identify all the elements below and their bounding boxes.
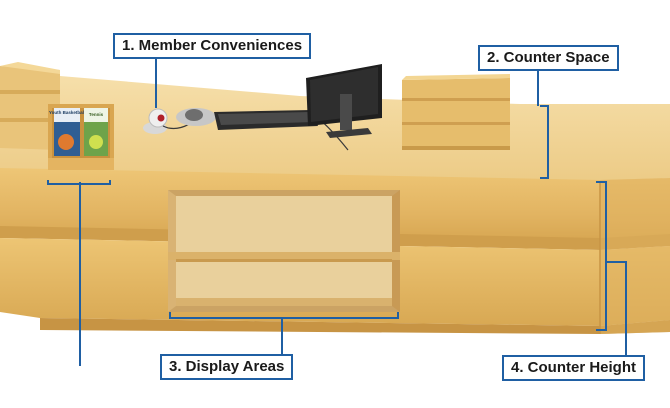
callout-display-areas: 3. Display Areas — [160, 354, 294, 380]
tennis-ball-icon — [89, 135, 103, 149]
leader-counter-height — [606, 261, 627, 356]
display-alcove — [168, 190, 400, 312]
mouse[interactable] — [176, 108, 216, 126]
counter — [0, 62, 670, 334]
card-scanner[interactable] — [143, 108, 168, 134]
callout-member-conveniences: 1. Member Conveniences — [113, 33, 312, 59]
bracket-counter-space — [540, 105, 549, 179]
scanner-light-icon — [157, 114, 165, 122]
leader-lines — [47, 58, 627, 366]
callout-counter-space: 2. Counter Space — [478, 45, 619, 71]
computer-monitor[interactable] — [306, 64, 382, 138]
brochure-youth-basketball[interactable]: Youth Basketball — [49, 108, 85, 156]
basketball-icon — [58, 134, 74, 150]
keyboard[interactable] — [214, 110, 318, 130]
bracket-counter-height-outer — [596, 181, 607, 331]
drawer-unit — [402, 74, 510, 150]
callout-counter-height: 4. Counter Height — [502, 355, 646, 381]
brochure-left-title: Youth Basketball — [49, 110, 85, 115]
bracket-display-alcove — [169, 312, 399, 319]
brochure-right-title: Tennis — [89, 112, 104, 117]
brochure-tennis[interactable]: Tennis — [84, 108, 108, 156]
brochure-holder: Youth Basketball Tennis — [48, 104, 114, 170]
bracket-brochure-holder — [47, 180, 111, 185]
